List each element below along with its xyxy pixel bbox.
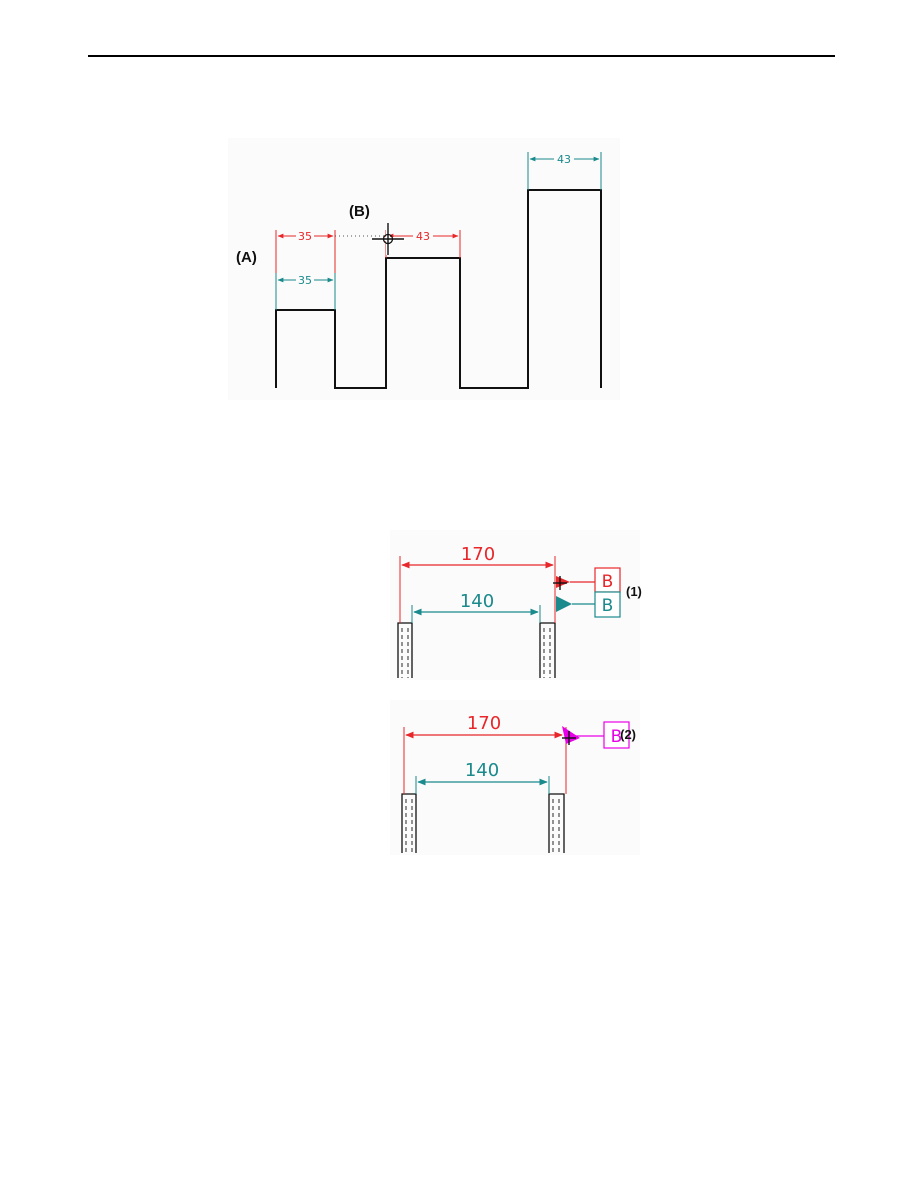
datum-frame-red[interactable]: B	[556, 567, 621, 593]
dimension-teal-140[interactable]: 140	[417, 760, 548, 786]
dimension-teal-140[interactable]: 140	[413, 591, 539, 616]
dimension-value: 170	[461, 544, 495, 565]
dimension-value: 35	[298, 230, 312, 243]
part-outline	[275, 189, 602, 389]
dimension-red-170[interactable]: 170	[405, 713, 563, 739]
datum-letter: B	[611, 727, 623, 747]
dimension-red-43[interactable]: 43	[387, 230, 459, 243]
dimension-teal-43[interactable]: 43	[529, 153, 600, 166]
figure-dimension-alignment: 35 35 43 43 (A) (B)	[228, 138, 620, 400]
callout-2: (2)	[620, 727, 636, 742]
dimension-teal-35[interactable]: 35	[277, 274, 334, 287]
datum-frame-teal[interactable]: B	[556, 591, 621, 618]
part-outline	[397, 622, 556, 678]
dimension-value: 140	[460, 591, 494, 612]
dimension-value: 140	[465, 760, 499, 781]
header-rule	[88, 55, 835, 57]
dimension-red-35[interactable]: 35	[277, 230, 334, 243]
part-outline	[401, 793, 565, 853]
dimension-red-170[interactable]: 170	[401, 544, 554, 569]
callout-b: (B)	[349, 203, 370, 220]
callout-1: (1)	[626, 584, 642, 599]
dimension-value: 43	[557, 153, 571, 166]
dimension-value: 170	[467, 713, 501, 734]
figure-datum-before: 170 140 B B (1)	[390, 530, 642, 680]
extension-lines	[275, 152, 602, 310]
datum-letter: B	[602, 572, 614, 592]
crosshair-cursor-icon	[562, 731, 576, 745]
dimension-value: 35	[298, 274, 312, 287]
datum-frame-magenta[interactable]: B	[562, 721, 630, 749]
dimension-value: 43	[416, 230, 430, 243]
figure-datum-after: 170 140 B (2)	[390, 700, 640, 855]
datum-letter: B	[602, 596, 614, 616]
crosshair-cursor-icon	[553, 576, 567, 590]
crosshair-cursor-icon	[372, 223, 404, 255]
callout-a: (A)	[236, 249, 257, 266]
